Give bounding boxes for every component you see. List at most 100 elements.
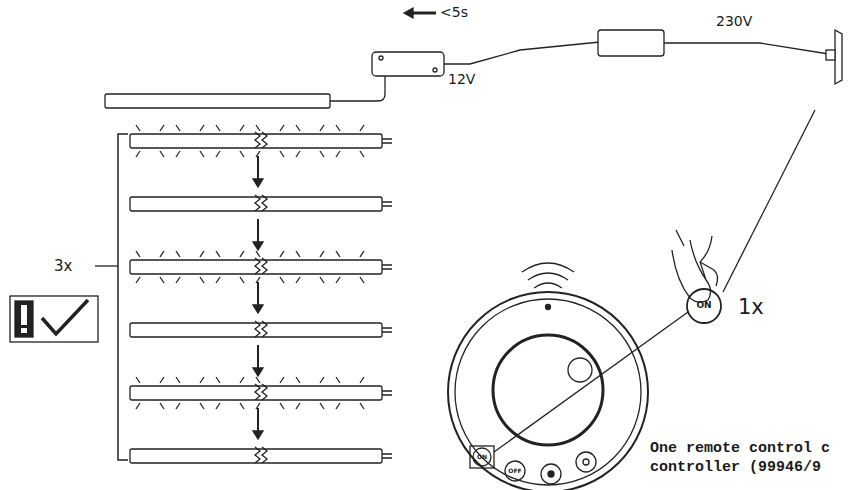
step-arrow: [257, 219, 259, 244]
step-arrow-head: [253, 305, 263, 313]
strip-lead: [382, 139, 392, 143]
sun-icon: [548, 471, 554, 477]
screw: [379, 56, 383, 60]
power-adapter: [598, 30, 664, 56]
light-ray: [296, 125, 300, 157]
cut-mark: [255, 132, 267, 148]
warning-icon: [21, 328, 27, 333]
light-ray: [160, 377, 164, 409]
light-ray: [320, 377, 324, 409]
light-ray: [200, 251, 204, 283]
indicator-led: [546, 305, 551, 310]
strip-lead: [382, 391, 392, 395]
cut-mark: [255, 258, 267, 274]
light-ray: [176, 125, 180, 157]
cut-mark: [255, 384, 267, 400]
step-arrow: [257, 282, 259, 307]
step-arrow: [257, 408, 259, 433]
off-button: [505, 461, 525, 481]
light-ray: [280, 125, 284, 157]
dimmer-knob: [568, 358, 592, 382]
light-ray: [216, 377, 220, 409]
light-ray: [160, 251, 164, 283]
leader-line: [723, 110, 815, 292]
wire: [664, 43, 835, 55]
light-ray: [200, 377, 204, 409]
repeat-count: 3x: [54, 258, 72, 275]
warning-icon: [21, 305, 27, 325]
wire: [330, 80, 385, 101]
light-ray: [336, 377, 340, 409]
step-arrow: [257, 156, 259, 181]
wall-socket: [835, 30, 842, 84]
cut-mark: [255, 321, 267, 337]
light-ray: [216, 251, 220, 283]
light-ray: [240, 125, 244, 157]
arrow: [410, 12, 436, 15]
dimmer-ring: [493, 335, 603, 445]
voltage-label: 12V: [448, 72, 475, 87]
bracket: [118, 134, 128, 460]
light-ray: [360, 251, 364, 283]
bracket-tick: [95, 265, 118, 266]
remote-rim: [455, 299, 641, 485]
light-ray: [296, 377, 300, 409]
remote-control: [448, 292, 648, 490]
callout-frame: [470, 446, 494, 468]
light-ray: [360, 377, 364, 409]
button-label: ON: [477, 454, 487, 461]
light-ray: [336, 125, 340, 157]
button-label: OFF: [508, 468, 521, 475]
light-ray: [176, 251, 180, 283]
light-ray: [336, 251, 340, 283]
leader-line: [494, 312, 688, 452]
light-ray: [136, 125, 140, 157]
light-ray: [256, 377, 260, 409]
light-ray: [360, 125, 364, 157]
sun-icon: [583, 459, 589, 465]
light-ray: [280, 377, 284, 409]
note-text: One remote control c controller (99946/9: [650, 440, 840, 478]
strip-lead: [382, 202, 392, 206]
voltage-label: 230V: [716, 14, 752, 29]
duration-label: <5s: [440, 5, 468, 20]
light-ray: [280, 251, 284, 283]
light-ray: [256, 125, 260, 157]
light-ray: [256, 251, 260, 283]
wire: [444, 42, 600, 64]
cut-mark: [255, 195, 267, 211]
light-ray: [240, 251, 244, 283]
plug: [826, 50, 835, 60]
step-arrow-head: [253, 368, 263, 376]
warning-box: [10, 296, 98, 342]
step-arrow: [257, 345, 259, 370]
press-count: 1x: [738, 296, 764, 319]
warning-icon: [15, 301, 33, 337]
led-strip: [105, 94, 330, 108]
light-ray: [136, 251, 140, 283]
light-ray: [160, 125, 164, 157]
light-ray: [176, 377, 180, 409]
on-button-large: [687, 289, 721, 323]
light-ray: [320, 125, 324, 157]
arrow-head: [404, 8, 413, 18]
brightness-button: [576, 452, 596, 472]
light-ray: [320, 251, 324, 283]
step-arrow-head: [253, 431, 263, 439]
light-ray: [240, 377, 244, 409]
cut-mark: [255, 447, 267, 463]
light-ray: [200, 125, 204, 157]
signal-arcs: [522, 263, 574, 288]
strip-lead: [382, 454, 392, 458]
light-ray: [296, 251, 300, 283]
light-ray: [216, 125, 220, 157]
step-arrow-head: [253, 179, 263, 187]
strip-lead: [382, 265, 392, 269]
hand: [700, 262, 718, 286]
on-button: [473, 448, 491, 466]
screw: [433, 68, 437, 72]
light-ray: [136, 377, 140, 409]
strip-lead: [382, 328, 392, 332]
controller-box: [372, 52, 444, 76]
